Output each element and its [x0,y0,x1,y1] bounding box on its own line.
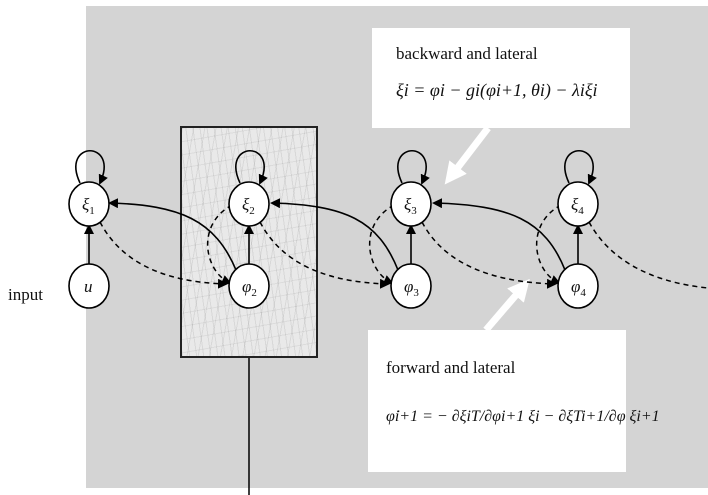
dashed-xi3-to-phi4 [421,221,557,289]
self-loop-xi3 [397,150,430,185]
dashed-xi2-to-phi3 [259,221,390,289]
bottom-callout-pointer-arrow [483,278,530,333]
callout-top-equation: ξi = φi − gi(φi+1, θi) − λiξi [396,80,598,100]
node-phi-3: φ3 [390,263,432,309]
callout-top-title: backward and lateral [396,44,538,63]
dashed-lateral-xi2-phi2 [206,204,233,285]
arrow-phi4-to-xi3 [432,198,566,271]
top-callout-pointer-arrow [444,125,491,185]
dashed-lateral-xi3-phi3 [368,204,395,285]
arrow-phi3-to-xi2 [270,198,399,271]
backward-lateral-callout: backward and lateral ξi = φi − gi(φi+1, … [372,28,630,128]
node-phi-1-label: u [84,277,93,296]
dashed-xi4-continuation [588,221,708,289]
dashed-lateral-xi4-phi4 [535,204,562,285]
node-xi-1: ξ1 [68,181,110,227]
forward-lateral-callout: forward and lateral φ̇i+1 = − ∂ξiT/∂φi+1… [368,330,660,472]
node-phi-1: u [68,263,110,309]
arrow-phi2-to-xi1 [108,198,237,271]
self-loop-xi2 [235,150,268,185]
dashed-xi1-to-phi2 [99,221,228,289]
node-xi-3: ξ3 [390,181,432,227]
node-xi-4: ξ4 [557,181,599,227]
node-xi-2: ξ2 [228,181,270,227]
input-label: input [8,285,43,304]
node-phi-2: φ2 [228,263,270,309]
node-phi-4: φ4 [557,263,599,309]
callout-bottom-equation: φ̇i+1 = − ∂ξiT/∂φi+1 ξi − ∂ξTi+1/∂φ ξi+1 [386,408,660,425]
callout-bottom-title: forward and lateral [386,358,516,377]
self-loop-xi1 [75,150,108,185]
self-loop-xi4 [564,150,597,185]
